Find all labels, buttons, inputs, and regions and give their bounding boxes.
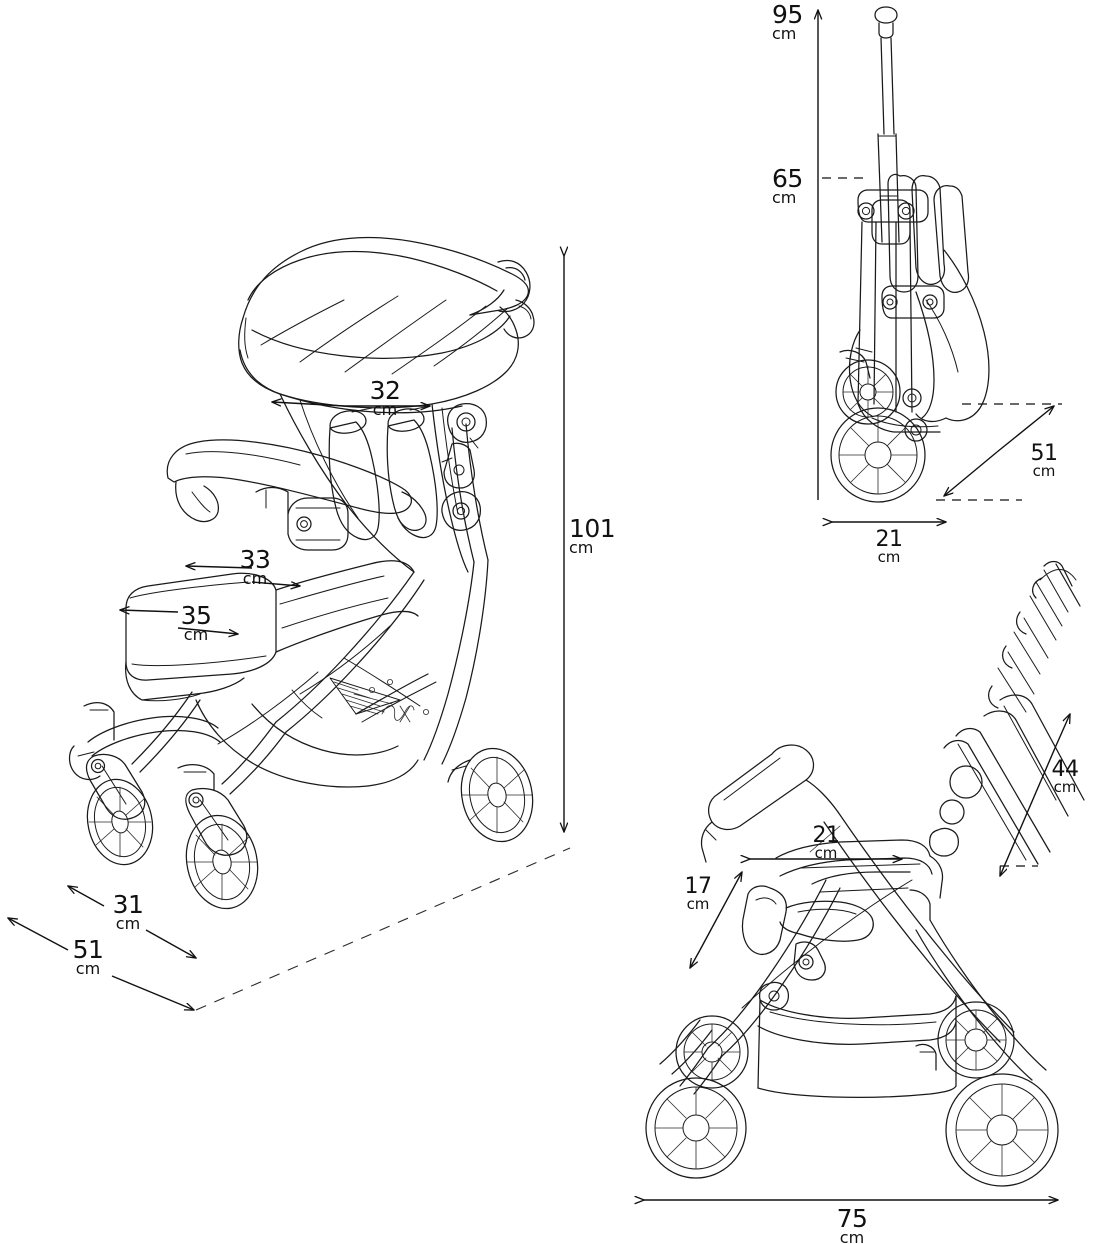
dimension-label-wheelbase-width: 31 cm xyxy=(98,890,158,933)
folded-frame xyxy=(848,173,990,433)
dimension-value: 51 xyxy=(72,935,104,964)
dimension-value: 95 xyxy=(772,0,803,29)
bumper-bar xyxy=(166,439,427,532)
dimension-arrow-seat-depth xyxy=(186,566,300,586)
folded-wheel-rear xyxy=(830,407,926,503)
dimension-value: 35 xyxy=(180,601,212,630)
side-wheel-front-small xyxy=(675,1015,749,1089)
dimension-arrow-folded-depth xyxy=(944,406,1054,496)
dimension-label-overall-width: 51 cm xyxy=(58,935,118,978)
dimension-arrow-backrest-height xyxy=(1000,714,1070,876)
front-wheel-center xyxy=(177,764,259,910)
front-wheel-left xyxy=(85,753,154,866)
dimension-label-folded-width: 21 cm xyxy=(859,527,919,567)
side-canopy-ribs xyxy=(988,560,1081,713)
dimension-unit: cm xyxy=(772,188,797,207)
dimension-unit: cm xyxy=(242,569,268,588)
canopy-assembly xyxy=(238,236,535,409)
rear-axle-bar xyxy=(68,702,221,781)
dimension-unit: cm xyxy=(115,914,141,933)
dimension-label-overall-length: 75 cm xyxy=(822,1204,882,1244)
view-side-reclined xyxy=(644,560,1085,1201)
dimension-label-folded-depth: 51 cm xyxy=(1016,441,1072,481)
dimension-arrow-wheelbase-width xyxy=(68,886,196,958)
dimension-arrow-canopy-width xyxy=(272,402,430,406)
dimension-label-seat-width: 35 cm xyxy=(166,601,226,644)
dimension-value: 33 xyxy=(239,545,271,574)
dimension-unit: cm xyxy=(569,538,594,557)
folded-wheel-small xyxy=(902,388,928,442)
dimension-label-backrest-height: 44 cm xyxy=(1037,757,1093,797)
dimension-label-footrest-height: 17 cm xyxy=(670,874,726,914)
seat-cushion-footrest xyxy=(124,560,419,702)
view-main-three-quarter xyxy=(8,236,571,1011)
dimension-value: 31 xyxy=(112,890,144,919)
side-bumper-bar xyxy=(741,885,874,955)
dimension-unit: cm xyxy=(877,548,901,567)
side-handle-grip xyxy=(700,744,839,863)
dimension-arrow-seat-surface-depth xyxy=(750,825,902,859)
dimension-arrow-footrest-height xyxy=(690,872,742,968)
dimension-value: 17 xyxy=(684,874,713,899)
brand-logo-mark xyxy=(381,705,415,723)
frame-tubes xyxy=(131,423,489,795)
dimension-unit: cm xyxy=(1053,778,1077,797)
dimension-value: 44 xyxy=(1051,757,1080,782)
dimension-unit: cm xyxy=(1032,462,1056,481)
dimension-label-canopy-width: 32 cm xyxy=(355,376,415,419)
dimension-unit: cm xyxy=(839,1228,865,1244)
seat-and-harness xyxy=(255,393,469,573)
dimension-value: 21 xyxy=(875,527,904,552)
dimension-value: 32 xyxy=(369,376,401,405)
side-wheel-rear-large xyxy=(945,1073,1059,1187)
dimension-arrow-overall-width xyxy=(8,918,194,1010)
dimension-label-seat-depth: 33 cm xyxy=(225,545,285,588)
dimension-value: 75 xyxy=(836,1204,868,1233)
side-backrest xyxy=(928,694,1085,865)
dimension-value: 21 xyxy=(812,823,841,848)
dimension-unit: cm xyxy=(686,895,710,914)
dimension-label-seat-surface-depth: 21 cm xyxy=(798,823,854,863)
telescopic-handle xyxy=(874,6,900,243)
view-folded-front xyxy=(818,6,1062,522)
dimension-label-handle-height: 95 cm xyxy=(772,0,816,43)
dimension-value: 101 xyxy=(569,514,616,543)
dimension-unit: cm xyxy=(372,400,398,419)
dimension-label-overall-height: 101 cm xyxy=(569,514,617,557)
dimension-unit: cm xyxy=(183,625,209,644)
dimension-unit: cm xyxy=(814,844,838,863)
dimension-value: 51 xyxy=(1030,441,1059,466)
rear-wheel-right xyxy=(447,747,534,843)
ground-reference-line xyxy=(195,847,571,1011)
side-wheel-rear-small xyxy=(937,1001,1015,1079)
side-wheel-front-large xyxy=(645,1077,747,1179)
folded-wheel-front xyxy=(835,349,901,425)
storage-basket xyxy=(195,673,437,788)
dimension-unit: cm xyxy=(75,959,101,978)
dimension-arrow-seat-width xyxy=(120,610,238,634)
dimension-value: 65 xyxy=(772,164,803,193)
fold-hinge-cluster xyxy=(441,402,488,531)
dimension-label-folded-height: 65 cm xyxy=(772,164,816,207)
dimension-unit: cm xyxy=(772,24,797,43)
